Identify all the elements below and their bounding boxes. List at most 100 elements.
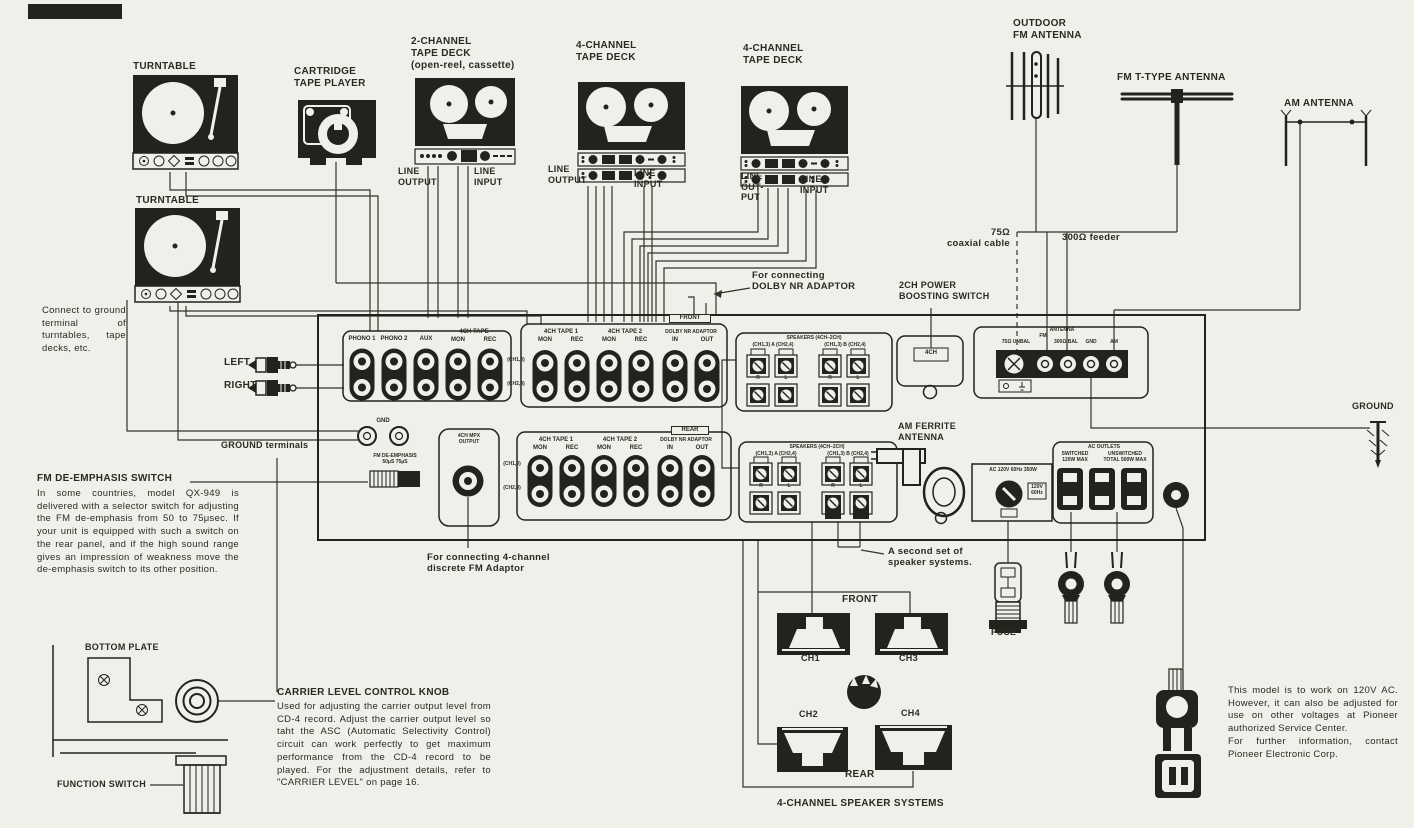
label-am-ferrite: AM FERRITE ANTENNA [898, 421, 956, 442]
label-turntable-1: TURNTABLE [133, 61, 197, 72]
label-function-switch: FUNCTION SWITCH [57, 779, 146, 789]
label-speakers-upper-header: SPEAKERS (4CH–2CH) [786, 335, 842, 341]
jack-label-rear-tape1-mon: MON [533, 445, 547, 451]
label-am-antenna: AM ANTENNA [1284, 98, 1354, 109]
tag-front-group: FRONT [669, 314, 711, 323]
jack-label-rear-tape2-rec: REC [629, 445, 643, 451]
speaker-ch1-illustration [777, 613, 850, 655]
jack-label-front-tape1: 4CH TAPE 1 [543, 329, 579, 335]
rca-plug-left [247, 356, 297, 374]
label-r-la: R [759, 483, 763, 489]
speaker-ch2-illustration [777, 727, 848, 772]
label-boost-switch: 2CH POWER BOOSTING SWITCH [899, 280, 990, 301]
label-speakers-lower-header: SPEAKERS (4CH–2CH) [789, 444, 845, 450]
input-jacks-upper [349, 348, 503, 401]
ac-plug-2-illustration [1103, 551, 1131, 624]
label-antenna-gnd: GND [1085, 339, 1097, 345]
label-tape-deck-4ch-b: 4-CHANNEL TAPE DECK [743, 43, 804, 66]
label-l-ua: L [784, 375, 788, 381]
ac-plug-1-illustration [1057, 551, 1085, 624]
jack-label-front-dolby-in: IN [672, 337, 678, 343]
label-ch13-upper: (CH1,3) [507, 357, 525, 363]
note-fm-adaptor: For connecting 4-channel discrete FM Ada… [427, 552, 550, 575]
label-bottom-plate: BOTTOM PLATE [85, 642, 159, 652]
speaker-ch4-illustration [875, 725, 952, 770]
label-ch24-upper: (CH2,4) [507, 381, 525, 387]
label-ac-unswitched: UNSWITCHED TOTAL 500W MAX [1103, 451, 1147, 463]
label-front-speakers: FRONT [842, 594, 878, 605]
jack-label-front-tape2: 4CH TAPE 2 [607, 329, 643, 335]
label-antenna-am: AM [1110, 339, 1118, 345]
rear-channel-jacks [527, 455, 715, 507]
label-antenna-coax: 75Ω UNBAL [1001, 339, 1031, 345]
label-speakers-lower-b: (CH1,3) B (CH2,4) [827, 451, 869, 457]
jack-label-rear-tape1: 4CH TAPE 1 [538, 437, 574, 443]
label-cartridge-player: CARTRIDGE TAPE PLAYER [294, 66, 366, 89]
label-deemphasis-values: 50μS 75μS [382, 459, 408, 465]
tag-rear-group: REAR [671, 426, 709, 435]
label-ch13-lower: (CH1,3) [503, 461, 521, 467]
label-speakers-upper-a: (CH1,3) A (CH2,4) [752, 342, 794, 348]
label-coaxial-cable: 75Ω coaxial cable [946, 227, 1010, 250]
jack-label-mon: MON [451, 337, 465, 343]
function-switch-illustration [175, 755, 227, 814]
label-line-input-4ch-a: LINE INPUT [634, 168, 663, 189]
jack-label-front-tape1-rec: REC [570, 337, 584, 343]
turntable-2-illustration [133, 206, 242, 304]
label-tape-deck-4ch-a: 4-CHANNEL TAPE DECK [576, 40, 637, 63]
jack-label-phono2: PHONO 2 [380, 336, 408, 342]
label-l-la: L [787, 483, 791, 489]
label-outdoor-fm-antenna: OUTDOOR FM ANTENNA [1013, 18, 1082, 41]
heading-fm-deemphasis: FM DE-EMPHASIS SWITCH [37, 473, 173, 484]
turntable-1-illustration [131, 73, 240, 171]
jack-label-phono1: PHONO 1 [348, 336, 376, 342]
jack-label-rec: REC [483, 337, 497, 343]
label-ac-switched: SWITCHED 120W MAX [1061, 451, 1089, 463]
label-boost-4ch: 4CH [924, 350, 937, 356]
ac-outlets-illustration [1057, 468, 1147, 510]
speaker-terminals-upper [746, 348, 870, 407]
jack-label-rear-dolby: DOLBY NR ADAPTOR [660, 437, 712, 443]
label-turntable-2: TURNTABLE [136, 195, 200, 206]
label-fm-t-type-antenna: FM T-TYPE ANTENNA [1117, 72, 1226, 83]
speaker-terminals-lower [749, 456, 873, 519]
label-antenna-fm: FM [1039, 333, 1047, 339]
tape-deck-2ch-illustration [414, 78, 516, 165]
am-ferrite-illustration [871, 448, 966, 525]
jack-label-rear-tape2: 4CH TAPE 2 [602, 437, 638, 443]
paragraph-carrier-level: Used for adjusting the carrier output le… [277, 701, 491, 789]
label-ac-selector: AC 120V 60Hz 350W [989, 467, 1037, 473]
tape-deck-4ch-a-illustration [577, 81, 686, 183]
jack-label-aux: AUX [419, 336, 433, 342]
label-line-output-4ch-b: LINE OUT- PUT [741, 171, 764, 203]
cartridge-player-illustration [298, 100, 376, 165]
fuse-illustration [989, 562, 1027, 633]
note-dolby-adaptor: For connecting DOLBY NR ADAPTOR [752, 270, 856, 293]
label-gnd-terminals: GND [376, 418, 390, 424]
outdoor-fm-antenna-illustration [1006, 51, 1064, 120]
front-channel-jacks [532, 350, 720, 402]
jack-label-front-dolby: DOLBY NR ADAPTOR [665, 329, 717, 335]
power-plug-outlet-illustration [1155, 668, 1201, 798]
jack-label-front-tape2-rec: REC [634, 337, 648, 343]
label-ch24-lower: (CH2,4) [503, 485, 521, 491]
label-line-output-2ch: LINE OUTPUT [398, 166, 437, 187]
label-r-ua: R [756, 375, 760, 381]
jack-label-rear-dolby-out: OUT [695, 445, 709, 451]
ground-spike-illustration [1366, 421, 1390, 468]
label-ground-terminals: GROUND terminals [221, 440, 309, 450]
label-fuse: FUSE [991, 627, 1017, 637]
label-feeder: 300Ω feeder [1062, 232, 1120, 243]
label-r-ub: R [828, 375, 832, 381]
paragraph-voltage-note: This model is to work on 120V AC. Howeve… [1228, 685, 1398, 760]
label-speakers-lower-a: (CH1,3) A (CH2,4) [755, 451, 797, 457]
power-cord-grommet [1163, 482, 1189, 508]
jack-label-rear-dolby-in: IN [667, 445, 673, 451]
speaker-ch3-illustration [875, 613, 948, 655]
label-left-channel: LEFT [224, 357, 251, 368]
label-line-output-4ch-a: LINE OUTPUT [548, 164, 587, 185]
jack-label-front-dolby-out: OUT [700, 337, 714, 343]
label-ac-voltage-tag: 120V 60Hz [1031, 484, 1043, 496]
